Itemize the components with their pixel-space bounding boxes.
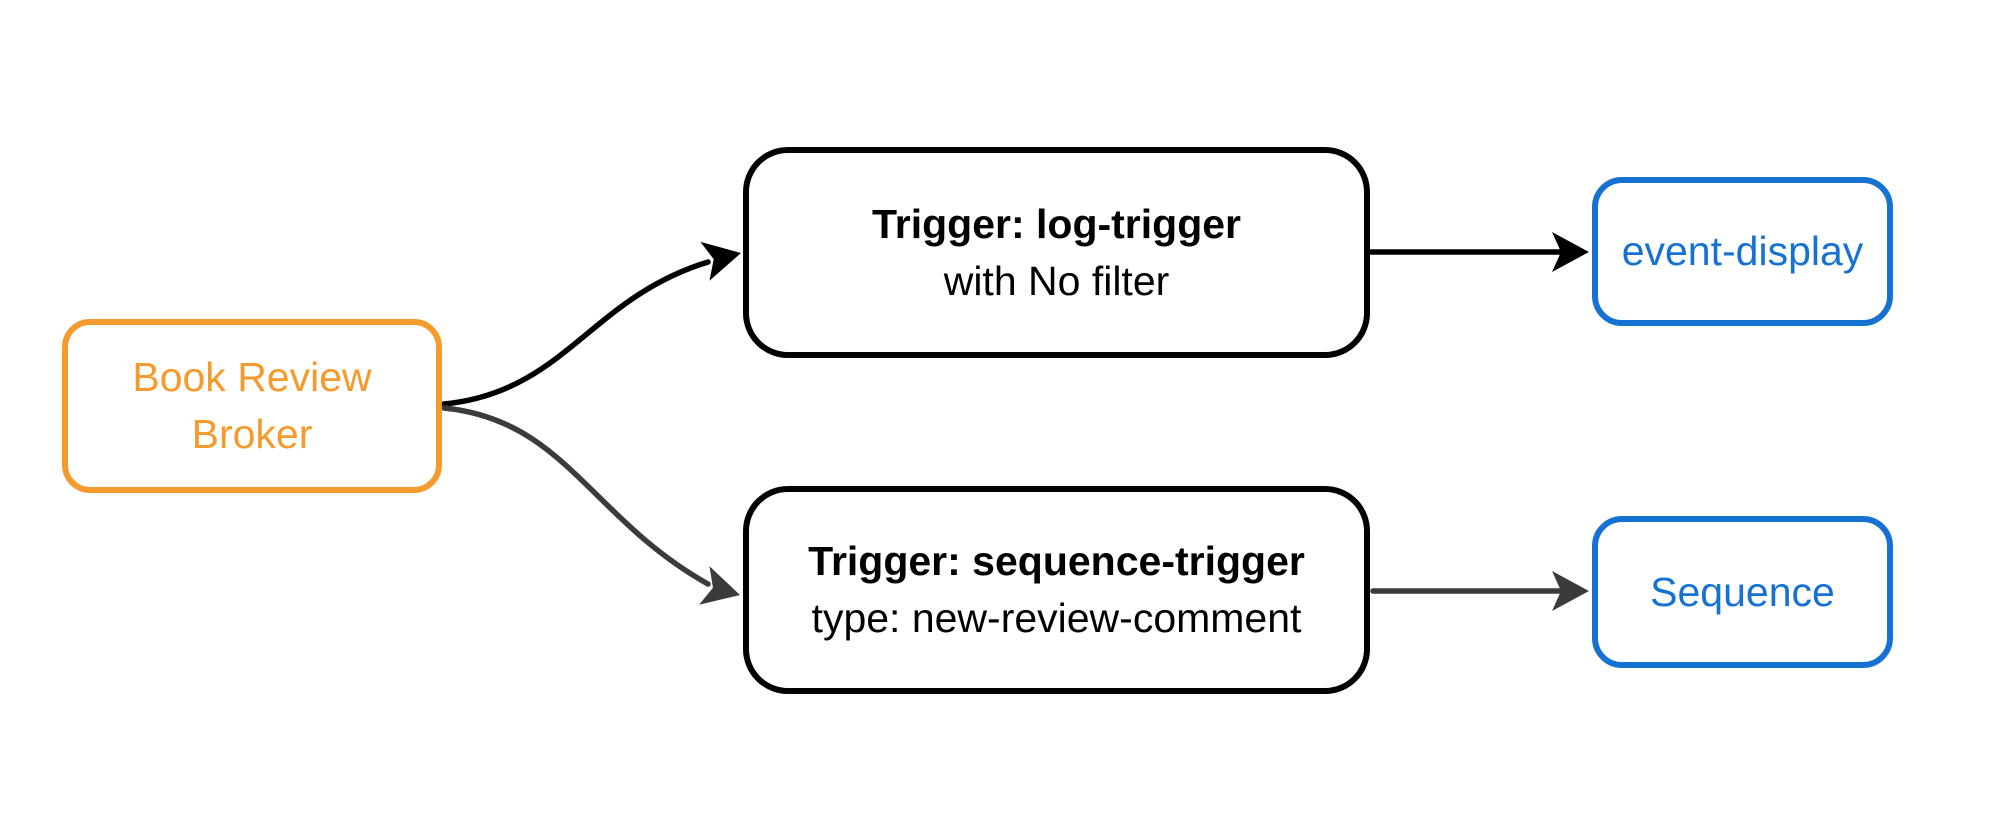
edge-broker-to-log-trigger	[441, 259, 711, 407]
edge-broker-to-sequence-trigger	[441, 405, 711, 587]
log-trigger-subtitle: with No filter	[943, 257, 1170, 304]
broker-label-line1: Book Review	[132, 354, 372, 401]
arrowhead-sequence-trigger	[699, 566, 740, 605]
node-trigger-log: Trigger: log-trigger with No filter	[743, 147, 1370, 358]
arrowhead-sequence	[1552, 571, 1589, 611]
sequence-label: Sequence	[1650, 568, 1835, 615]
sequence-trigger-subtitle: type: new-review-comment	[811, 595, 1302, 641]
node-sink-sequence: Sequence	[1592, 516, 1893, 668]
node-sink-event-display: event-display	[1592, 177, 1893, 326]
arrowhead-event-display	[1552, 232, 1589, 272]
log-trigger-title: Trigger: log-trigger	[872, 200, 1241, 247]
node-book-review-broker: Book Review Broker	[62, 319, 442, 493]
sequence-trigger-title: Trigger: sequence-trigger	[808, 538, 1305, 585]
broker-label-line2: Broker	[191, 411, 313, 457]
arrowhead-log-trigger	[700, 241, 741, 281]
node-trigger-sequence: Trigger: sequence-trigger type: new-revi…	[743, 486, 1370, 694]
event-display-label: event-display	[1621, 228, 1864, 275]
